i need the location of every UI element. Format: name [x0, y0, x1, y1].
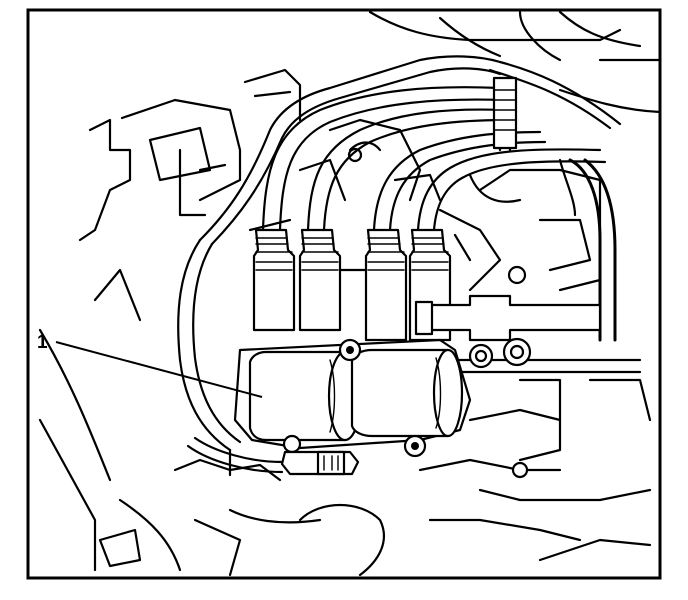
spark-plug-leads [177, 55, 622, 452]
callout-1: 1 [37, 332, 263, 398]
figure-frame [26, 8, 662, 580]
fuel-rail-pipe [414, 294, 642, 374]
ignition-coil [186, 338, 472, 477]
callout-1-leader [55, 341, 263, 398]
spark-plug-boots [252, 228, 452, 342]
engine-background [38, 10, 662, 577]
callout-1-label: 1 [37, 332, 48, 353]
